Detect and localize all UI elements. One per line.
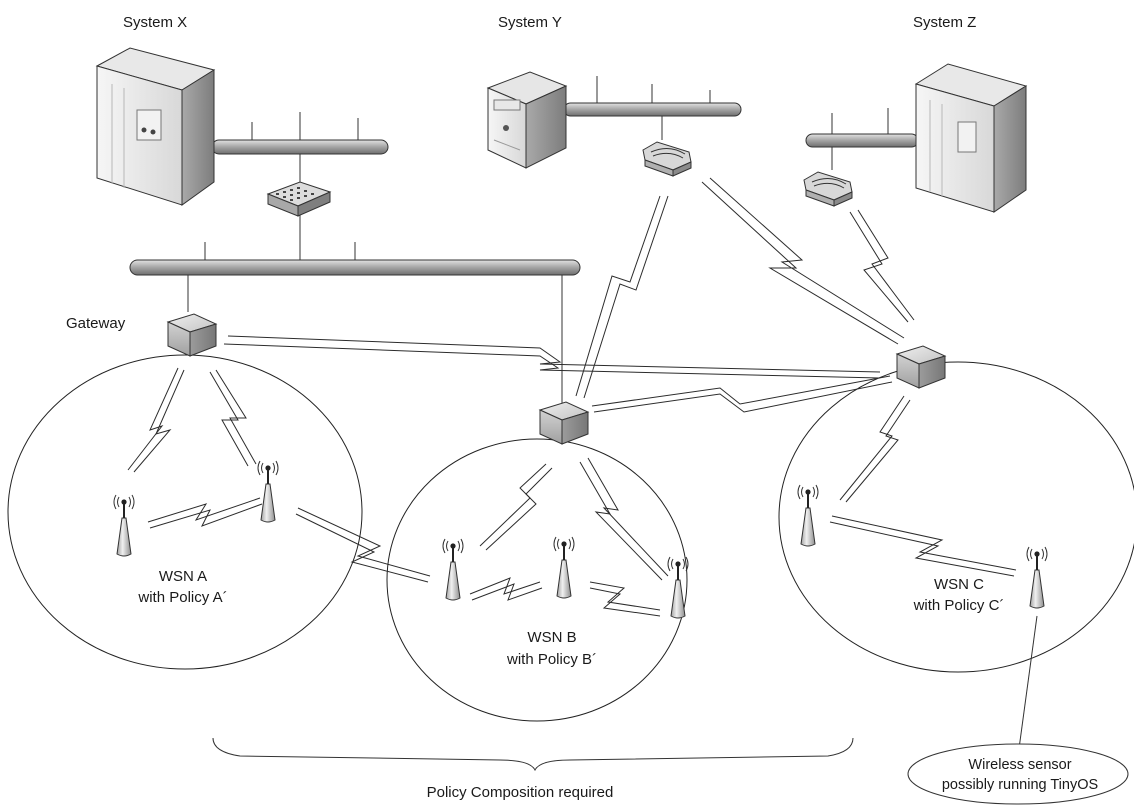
- network-switch-icon: [266, 181, 332, 217]
- wsn-a-title: WSN A: [159, 568, 207, 585]
- sensor-note-bubble: [907, 743, 1129, 805]
- lan-backbone: [129, 210, 581, 405]
- server-tower-icon: [914, 63, 1028, 213]
- sensor-antenna-icon: [1026, 546, 1048, 609]
- system-y-label: System Y: [498, 14, 562, 31]
- system-x-label: System X: [123, 14, 187, 31]
- system-z-backbone: [805, 108, 919, 170]
- composition-label: Policy Composition required: [427, 784, 614, 801]
- wsn-b-policy: with Policy B´: [506, 651, 597, 668]
- router-icon: [803, 171, 853, 207]
- wsn-b-title: WSN B: [527, 629, 576, 646]
- wsn-a-area: [7, 354, 363, 670]
- sensor-antenna-icon: [113, 494, 135, 557]
- system-x-backbone: [211, 112, 389, 182]
- callout-line: [1017, 615, 1038, 757]
- sensor-note-line1: Wireless sensor: [968, 757, 1071, 773]
- sensor-antenna-icon: [257, 460, 279, 523]
- gateway-box-icon: [896, 345, 946, 389]
- composition-brace: [212, 737, 854, 772]
- wireless-link-icon: [127, 177, 1017, 617]
- wsn-c-area: [778, 361, 1134, 673]
- sensor-antenna-icon: [442, 538, 464, 601]
- gateway-label: Gateway: [66, 315, 126, 332]
- router-icon: [642, 141, 692, 177]
- server-box-icon: [486, 71, 568, 169]
- wsn-c-policy: with Policy C´: [913, 597, 1005, 614]
- system-z-label: System Z: [913, 14, 976, 31]
- sensor-antenna-icon: [553, 536, 575, 599]
- wsn-a-policy: with Policy A´: [137, 589, 227, 606]
- server-tower-icon: [95, 47, 216, 206]
- sensor-note-line2: possibly running TinyOS: [942, 777, 1098, 793]
- sensor-antenna-icon: [797, 484, 819, 547]
- system-y-backbone: [563, 76, 742, 140]
- gateway-box-icon: [539, 401, 589, 445]
- gateway-box-icon: [167, 313, 217, 357]
- sensor-antenna-icon: [667, 556, 689, 619]
- wsn-c-title: WSN C: [934, 576, 984, 593]
- wsn-b-area: [386, 438, 688, 722]
